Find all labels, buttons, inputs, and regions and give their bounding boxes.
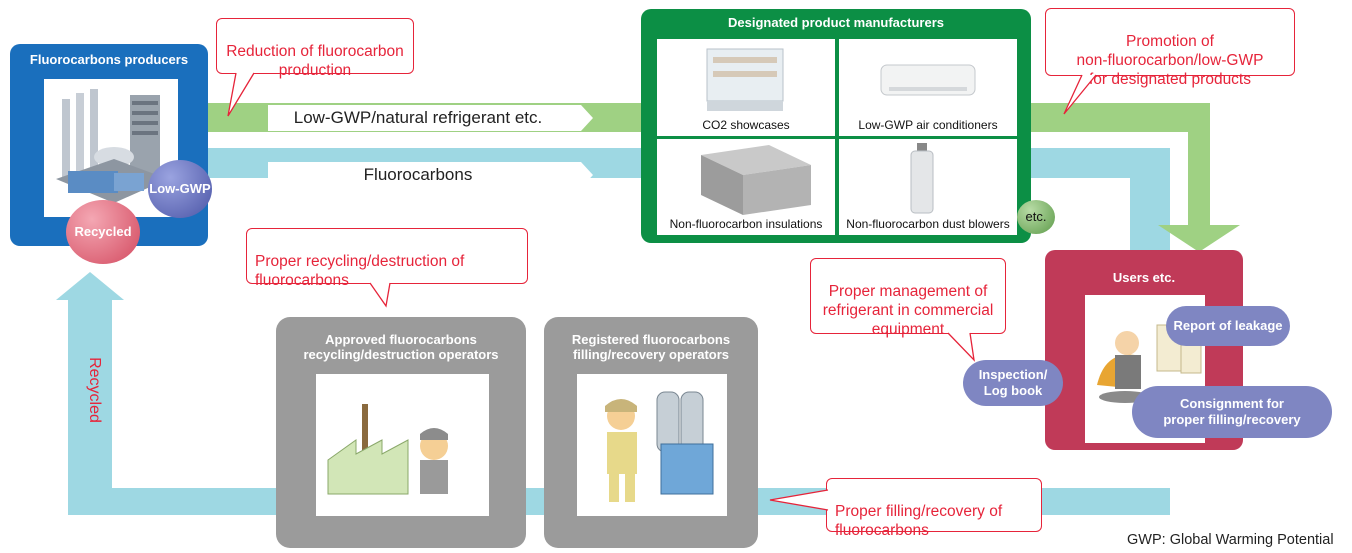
promotion-callout: Promotion of non-fluorocarbon/low-GWP fo… <box>1045 8 1295 88</box>
users-title: Users etc. <box>1112 270 1176 285</box>
recycled-up-arrowhead <box>56 272 124 300</box>
product-label: Non-fluorocarbon dust blowers <box>846 217 1010 231</box>
insulation-icon <box>701 145 811 215</box>
factory-image <box>44 79 178 217</box>
recycled-badge: Recycled <box>66 200 140 264</box>
registered-operators-box: Registered fluorocarbons filling/recover… <box>544 317 758 548</box>
dust-blower-icon <box>910 143 934 214</box>
consignment-badge: Consignment for proper filling/recovery <box>1132 386 1332 438</box>
low-gwp-banner-arrowhead <box>567 105 593 131</box>
fluorocarbons-banner: Fluorocarbons <box>268 162 568 188</box>
product-dust-blowers: Non-fluorocarbon dust blowers <box>839 139 1017 235</box>
low-gwp-badge: Low-GWP <box>148 160 212 218</box>
filling-worker-icon <box>605 391 714 502</box>
footnote: GWP: Global Warming Potential <box>1127 532 1334 548</box>
product-air-conditioners: Low-GWP air conditioners <box>839 39 1017 136</box>
proper-management-callout-tail <box>947 332 975 362</box>
approved-operators-box: Approved fluorocarbons recycling/destruc… <box>276 317 526 548</box>
reduction-callout-tail <box>227 72 255 117</box>
recycled-up-flow <box>68 300 112 515</box>
report-leakage-badge: Report of leakage <box>1166 306 1290 346</box>
fluorocarbons-label: Fluorocarbons <box>363 165 473 184</box>
proper-recycling-callout: Proper recycling/destruction of fluoroca… <box>246 228 528 289</box>
reduction-callout: Reduction of fluorocarbon production <box>216 18 414 79</box>
air-conditioner-icon <box>880 64 976 96</box>
low-gwp-banner: Low-GWP/natural refrigerant etc. <box>268 105 568 131</box>
fluorocarbons-banner-arrowhead <box>567 162 593 188</box>
producers-title: Fluorocarbons producers <box>29 52 189 67</box>
etc-badge: etc. <box>1017 200 1055 234</box>
registered-operators-title: Registered fluorocarbons filling/recover… <box>571 332 731 362</box>
manufacturers-title: Designated product manufacturers <box>728 15 944 30</box>
recycled-vertical-label: Recycled <box>86 357 103 423</box>
recycling-plant-icon <box>327 404 448 495</box>
recycling-plant-image <box>316 374 489 516</box>
low-gwp-label: Low-GWP/natural refrigerant etc. <box>293 108 543 127</box>
product-label: CO2 showcases <box>702 118 790 132</box>
factory-icon <box>56 89 168 203</box>
manufacturers-box: Designated product manufacturers CO2 sho… <box>641 9 1031 243</box>
user-icon <box>1097 324 1202 403</box>
promotion-callout-tail <box>1063 74 1097 115</box>
product-label: Low-GWP air conditioners <box>858 118 998 132</box>
filling-worker-image <box>577 374 727 516</box>
proper-recycling-callout-tail <box>369 282 391 308</box>
proper-filling-callout-tail <box>769 489 829 511</box>
showcase-icon <box>706 48 784 111</box>
inspection-logbook-badge: Inspection/ Log book <box>963 360 1063 406</box>
product-label: Non-fluorocarbon insulations <box>669 217 823 231</box>
product-insulations: Non-fluorocarbon insulations <box>657 139 835 235</box>
proper-management-callout: Proper management of refrigerant in comm… <box>810 258 1006 338</box>
product-co2-showcases: CO2 showcases <box>657 39 835 136</box>
proper-filling-callout: Proper filling/recovery of fluorocarbons <box>826 478 1042 539</box>
approved-operators-title: Approved fluorocarbons recycling/destruc… <box>303 332 499 362</box>
producers-box: Fluorocarbons producers <box>10 44 208 246</box>
